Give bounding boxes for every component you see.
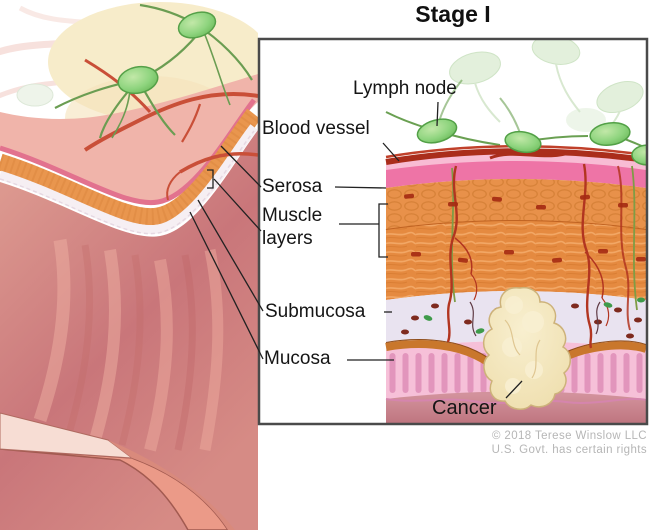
lymph-node-shape xyxy=(117,65,159,95)
stage-title: Stage I xyxy=(415,1,491,27)
lymph-node-pointer xyxy=(436,101,439,127)
annotation-lines xyxy=(189,101,523,399)
interior-folds xyxy=(33,238,224,452)
label-mucosa: Mucosa xyxy=(264,348,331,369)
serosa-layer xyxy=(386,161,646,188)
colon-cross-section-illustration xyxy=(0,2,258,530)
label-lymph-node: Lymph node xyxy=(353,78,457,99)
cancer-pointer xyxy=(505,380,523,399)
credit-line2: U.S. Govt. has certain rights xyxy=(491,444,647,456)
label-muscle-layers: Muscle layers xyxy=(262,204,322,250)
label-serosa: Serosa xyxy=(262,176,323,197)
label-submucosa: Submucosa xyxy=(265,301,366,322)
cut-edge-layers xyxy=(0,98,258,235)
descending-vessels xyxy=(446,163,638,349)
cut-edge-bracket xyxy=(207,169,214,189)
label-muscle-line2: layers xyxy=(262,228,313,249)
inset-tissue-illustration xyxy=(385,40,646,423)
muscle-upper-texture xyxy=(386,179,646,230)
pale-lymph-nodes xyxy=(449,40,644,137)
label-blood-vessel: Blood vessel xyxy=(262,118,370,139)
muscle-bracket xyxy=(378,203,388,258)
label-cancer: Cancer xyxy=(432,397,497,419)
copyright-credit: © 2018 Terese Winslow LLC U.S. Govt. has… xyxy=(492,429,647,457)
inset-box-border xyxy=(257,37,649,426)
credit-line1: © 2018 Terese Winslow LLC xyxy=(491,430,647,442)
inset-lymph-nodes xyxy=(416,118,646,166)
cancer-mass xyxy=(483,286,571,410)
muscle-fan-line xyxy=(213,178,262,232)
serosa-pointer xyxy=(334,186,387,189)
lymph-node-shape xyxy=(177,11,217,39)
submucosa-fan-line xyxy=(197,199,264,312)
label-muscle-line1: Muscle xyxy=(262,205,323,226)
muscle-red-dashes xyxy=(404,193,646,263)
serosa-fan-line xyxy=(220,145,262,188)
bottom-cut-rim xyxy=(0,412,235,530)
blood-vessel-pointer xyxy=(382,142,400,162)
mucosa-fan-line xyxy=(189,211,264,360)
